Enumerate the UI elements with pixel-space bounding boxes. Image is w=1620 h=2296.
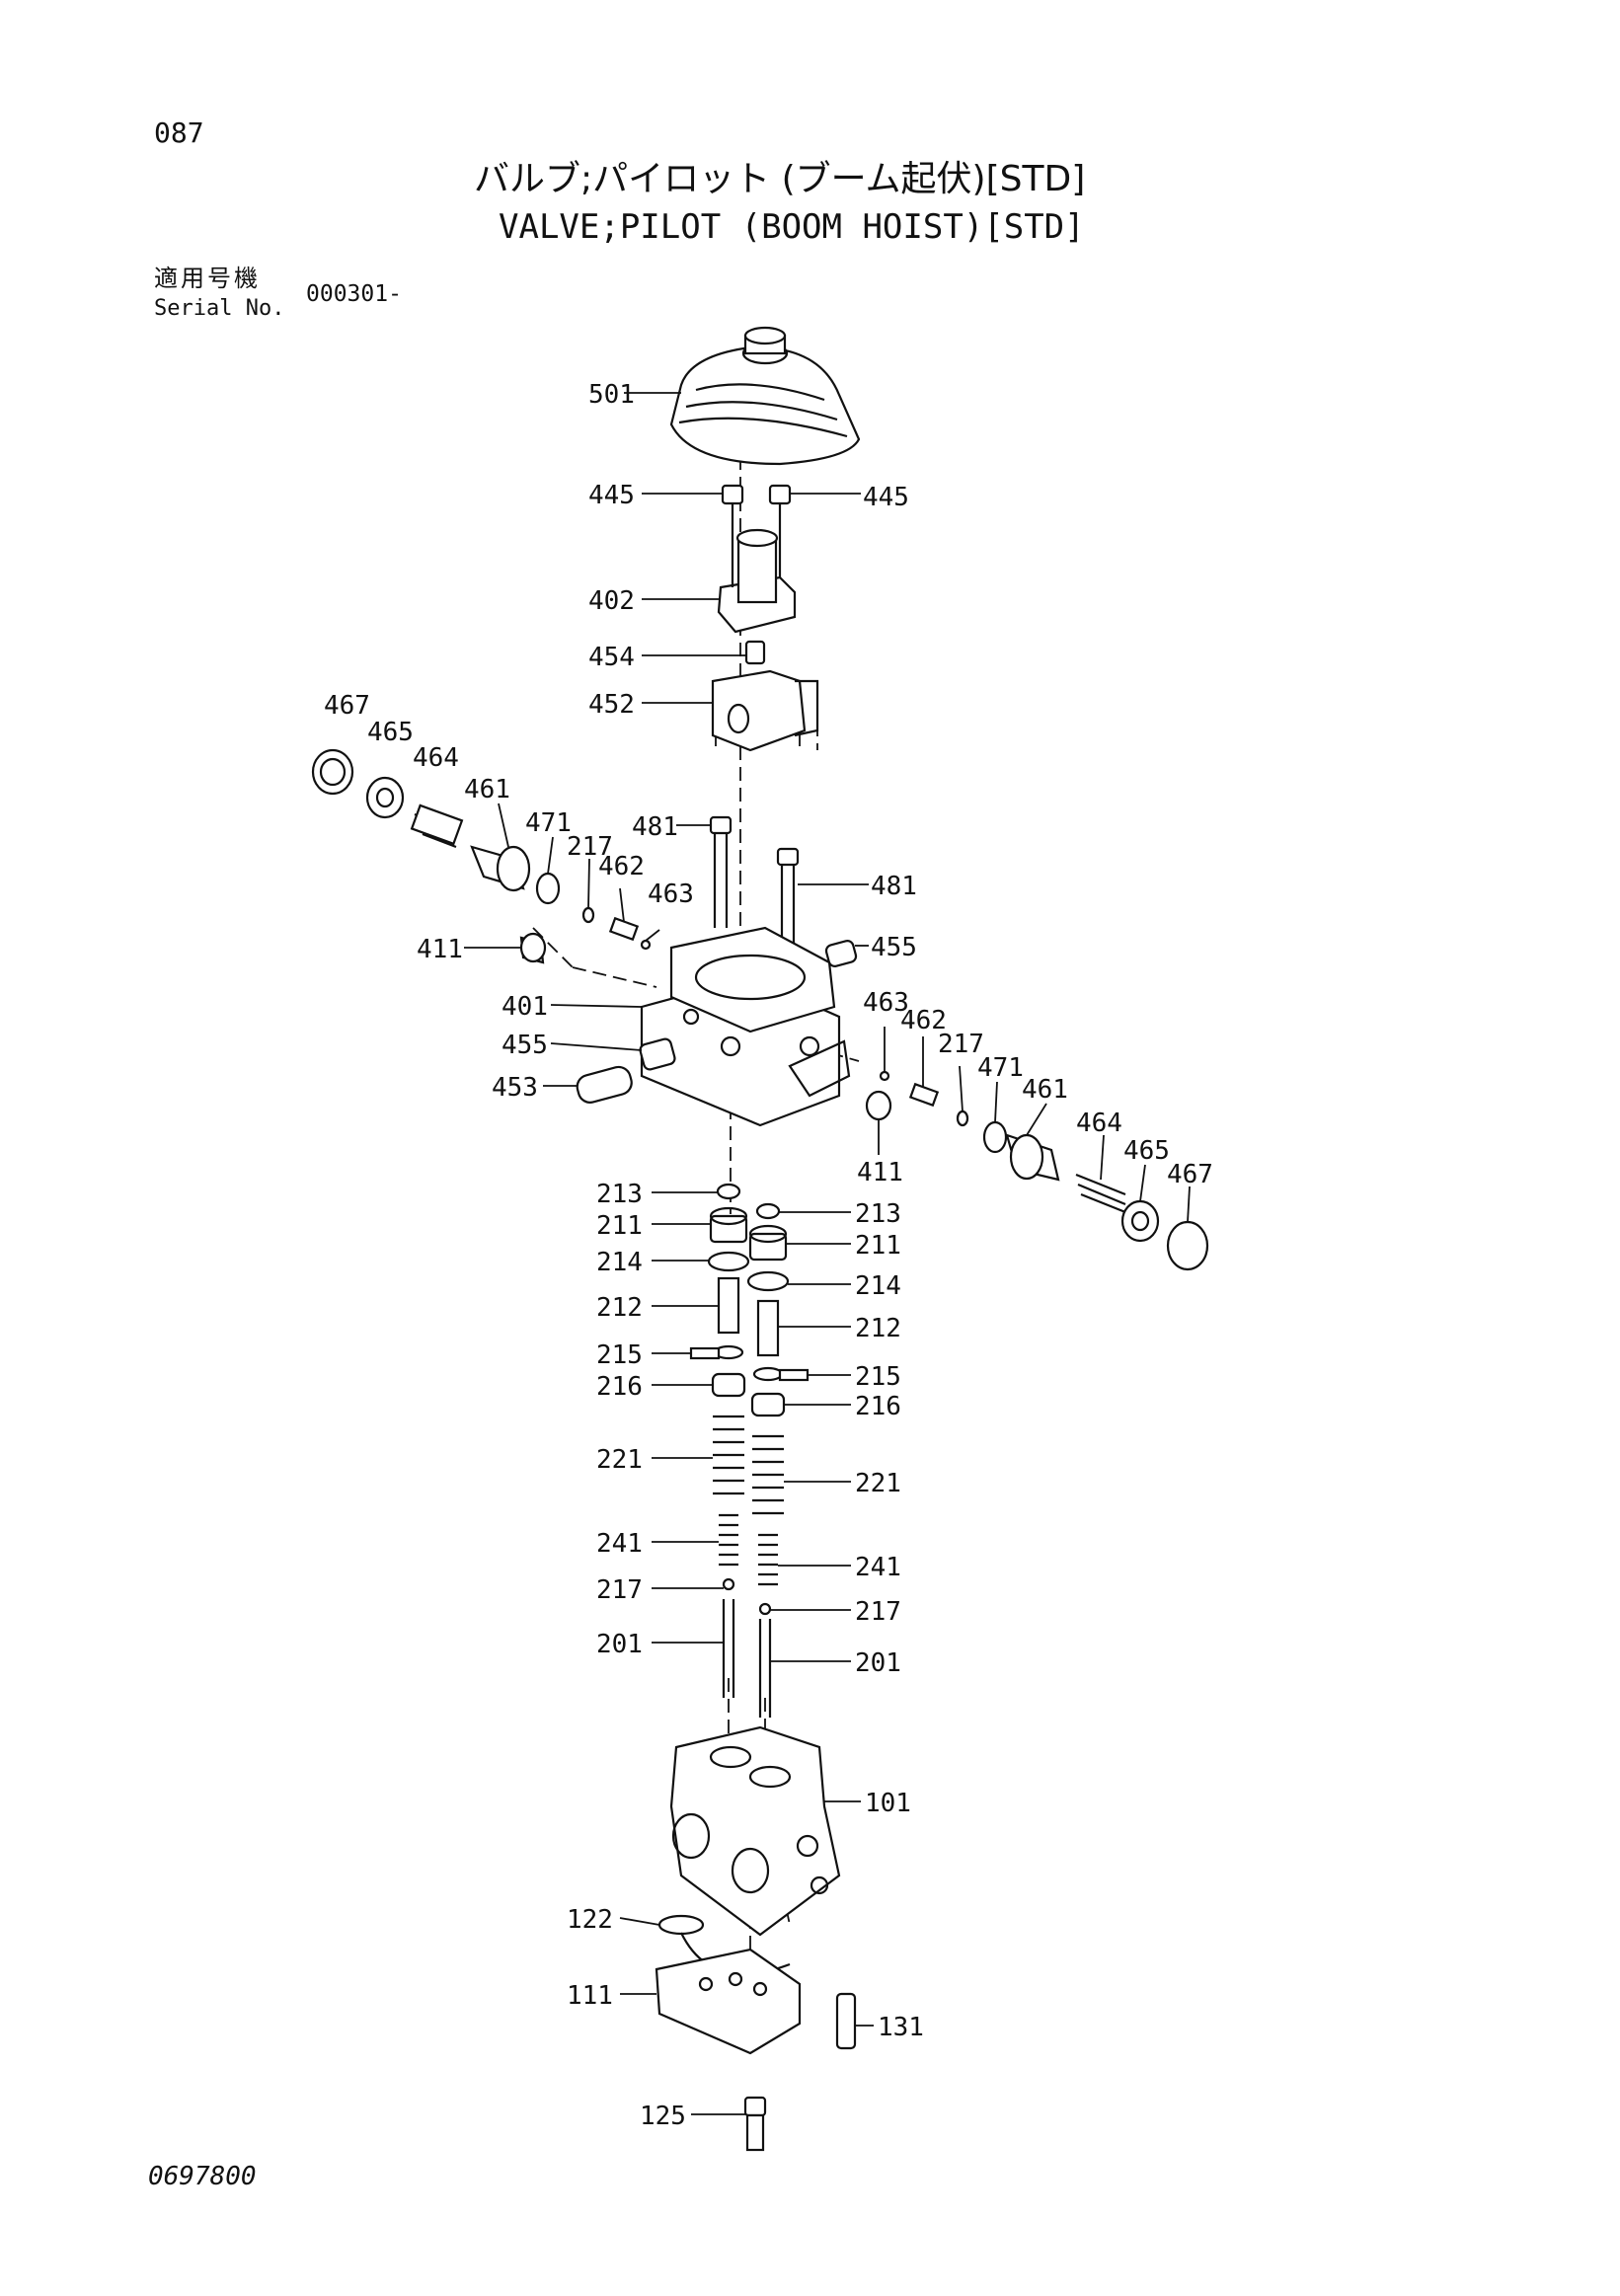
callout-464-right: 464	[1076, 1109, 1122, 1138]
callout-411-right: 411	[857, 1158, 903, 1187]
title-japanese: バルブ;パイロット (ブーム起伏)[STD]	[474, 159, 1086, 199]
callout-463-left: 463	[648, 880, 694, 909]
callout-455-left: 455	[501, 1031, 548, 1060]
serial-number-value: 000301-	[306, 281, 402, 307]
callout-471-right: 471	[977, 1053, 1024, 1083]
callout-241-left: 241	[596, 1529, 643, 1559]
casing-side-parts	[519, 932, 892, 1121]
callout-467-right: 467	[1167, 1160, 1213, 1189]
callout-481-right: 481	[871, 872, 917, 901]
callout-455-right: 455	[871, 933, 917, 962]
callout-201-left: 201	[596, 1630, 643, 1659]
callout-211-right: 211	[855, 1231, 901, 1261]
callout-467-left: 467	[324, 691, 370, 721]
bolts-445	[721, 484, 792, 523]
callout-125: 125	[640, 2102, 686, 2131]
callout-411-left: 411	[417, 935, 463, 964]
body-101	[669, 1725, 841, 1937]
right-port-parts	[879, 1070, 1209, 1271]
callout-214-right: 214	[855, 1271, 901, 1301]
callout-221-right: 221	[855, 1469, 901, 1498]
callout-461-left: 461	[464, 775, 510, 804]
callout-215-left: 215	[596, 1340, 643, 1370]
serial-label-english: Serial No.	[154, 296, 285, 321]
callout-454: 454	[588, 643, 635, 672]
callout-217-upper-right: 217	[938, 1030, 984, 1059]
callout-461-right: 461	[1022, 1075, 1068, 1105]
callout-217-lower-right: 217	[855, 1597, 901, 1627]
plate-402	[717, 523, 797, 634]
callout-201-right: 201	[855, 1648, 901, 1678]
callout-462-right: 462	[900, 1006, 947, 1035]
callout-465-right: 465	[1123, 1136, 1170, 1166]
callout-211-left: 211	[596, 1211, 643, 1241]
bottom-parts	[655, 1914, 857, 2152]
callout-481-left: 481	[632, 812, 678, 842]
title-english: VALVE;PILOT (BOOM HOIST)[STD]	[499, 207, 1085, 247]
serial-label-japanese: 適用号機	[154, 265, 261, 292]
callout-445-right: 445	[863, 483, 909, 512]
callout-122: 122	[567, 1905, 613, 1935]
callout-111: 111	[567, 1981, 613, 2011]
callout-471-left: 471	[525, 808, 572, 838]
callout-445-left: 445	[588, 481, 635, 510]
casing-401	[640, 926, 851, 1127]
callout-464-left: 464	[413, 743, 459, 773]
callout-131: 131	[878, 2013, 924, 2042]
callout-217-upper-left: 217	[567, 832, 613, 862]
callout-221-left: 221	[596, 1445, 643, 1475]
callout-215-right: 215	[855, 1362, 901, 1392]
bolts-481	[709, 815, 800, 948]
boot-501	[669, 326, 861, 466]
callout-212-right: 212	[855, 1314, 901, 1343]
cam-452	[711, 669, 819, 752]
callout-402: 402	[588, 586, 635, 616]
spool-stack-right	[746, 1202, 810, 1718]
callout-501: 501	[588, 380, 635, 410]
callout-214-left: 214	[596, 1248, 643, 1277]
callout-labels: 501 445 445 402 454 452 467 465 464 461 …	[324, 380, 1213, 2131]
callout-216-left: 216	[596, 1372, 643, 1402]
callout-241-right: 241	[855, 1553, 901, 1582]
callout-452: 452	[588, 690, 635, 720]
callout-213-right: 213	[855, 1199, 901, 1229]
callout-462-left: 462	[598, 852, 645, 881]
callout-216-right: 216	[855, 1392, 901, 1421]
callout-463-right: 463	[863, 988, 909, 1018]
callout-453: 453	[492, 1073, 538, 1103]
page-number: 087	[154, 116, 204, 149]
leader-lines	[464, 392, 1191, 2115]
pin-454	[744, 640, 766, 665]
callout-213-left: 213	[596, 1180, 643, 1209]
callout-465-left: 465	[367, 718, 414, 747]
callout-212-left: 212	[596, 1293, 643, 1323]
document-number: 0697800	[148, 2162, 257, 2191]
callout-401: 401	[501, 992, 548, 1022]
callout-101: 101	[865, 1789, 911, 1818]
spool-stack-left	[689, 1183, 750, 1698]
callout-217-lower-left: 217	[596, 1575, 643, 1605]
